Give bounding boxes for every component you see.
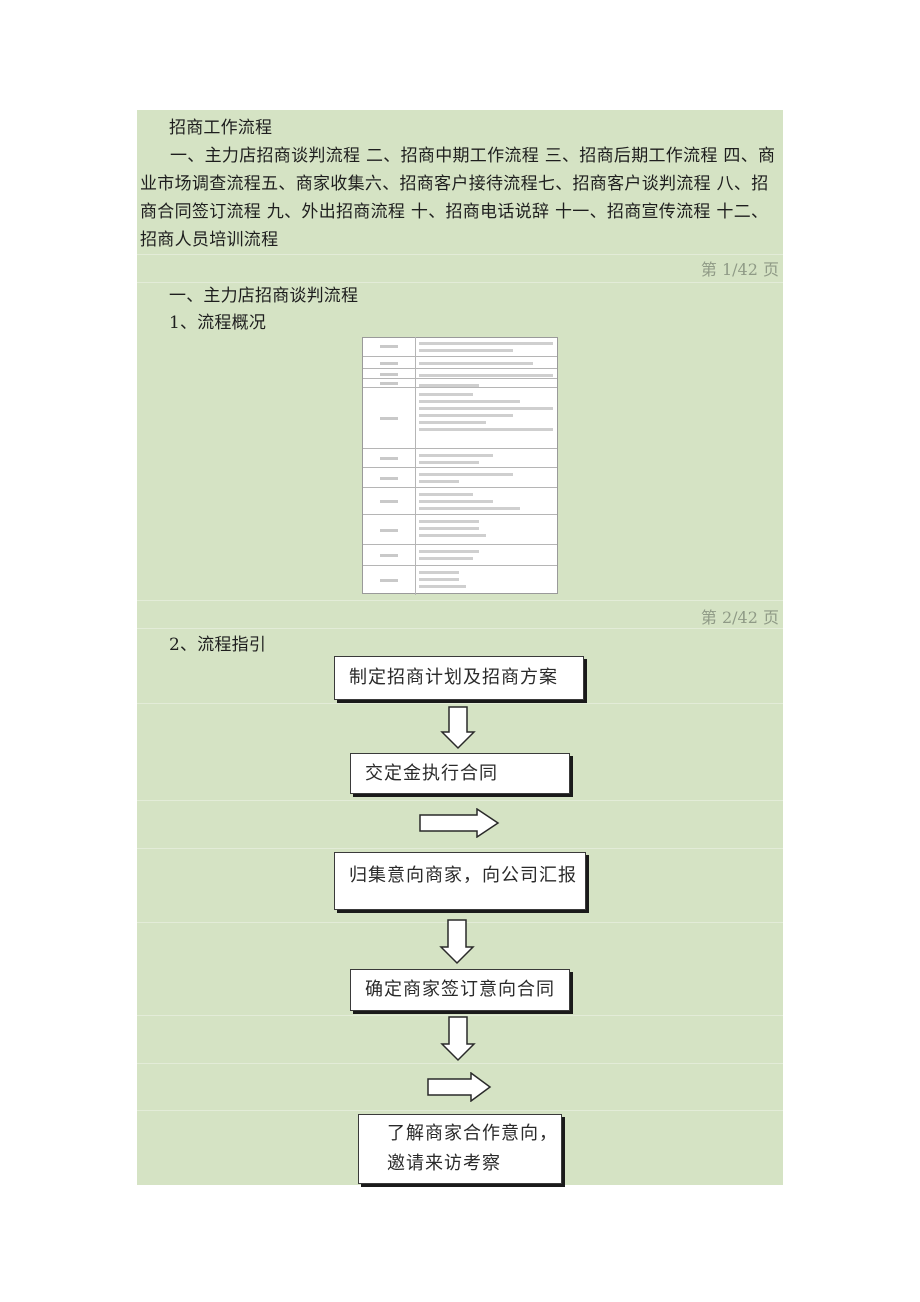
flow-step-sign-intent: 确定商家签订意向合同 xyxy=(350,969,570,1011)
flow-step-deposit: 交定金执行合同 xyxy=(350,753,570,794)
row-divider xyxy=(137,628,783,629)
table-row xyxy=(363,514,557,545)
table-row xyxy=(363,544,557,566)
row-divider xyxy=(137,703,783,704)
row-divider xyxy=(137,254,783,255)
down-arrow-icon xyxy=(440,1016,476,1062)
flow-step-label: 制定招商计划及招商方案 xyxy=(349,667,558,688)
table-row xyxy=(363,356,557,369)
flow-step-invite-visit: 了解商家合作意向， 邀请来访考察 xyxy=(358,1114,562,1184)
table-row xyxy=(363,467,557,488)
row-divider xyxy=(137,1110,783,1111)
right-arrow-icon xyxy=(427,1072,492,1102)
right-arrow-icon xyxy=(419,808,500,838)
table-row xyxy=(363,368,557,379)
page-marker-2: 第 2/42 页 xyxy=(700,608,779,627)
row-divider xyxy=(137,600,783,601)
down-arrow-icon xyxy=(440,706,476,750)
flow-step-label: 了解商家合作意向， 邀请来访考察 xyxy=(387,1123,558,1174)
subsection-flow-guide: 2、流程指引 xyxy=(169,635,267,655)
document-page: 招商工作流程 一、主力店招商谈判流程 二、招商中期工作流程 三、招商后期工作流程… xyxy=(137,110,783,1185)
table-row xyxy=(363,378,557,388)
flow-step-collect: 归集意向商家，向公司汇报 xyxy=(334,852,586,910)
table-row xyxy=(363,487,557,515)
process-overview-table-image xyxy=(362,337,558,595)
flow-step-label: 确定商家签订意向合同 xyxy=(365,979,555,1000)
flow-step-label: 归集意向商家，向公司汇报 xyxy=(349,865,577,886)
flow-step-plan: 制定招商计划及招商方案 xyxy=(334,656,584,700)
row-divider xyxy=(137,848,783,849)
row-divider xyxy=(137,1015,783,1016)
table-row xyxy=(363,448,557,468)
table-row xyxy=(363,337,557,356)
row-divider xyxy=(137,282,783,283)
toc-paragraph: 一、主力店招商谈判流程 二、招商中期工作流程 三、招商后期工作流程 四、商业市场… xyxy=(140,146,776,250)
down-arrow-icon xyxy=(439,919,475,965)
table-row xyxy=(363,565,557,595)
subsection-overview: 1、流程概况 xyxy=(169,313,267,333)
flow-step-label: 交定金执行合同 xyxy=(365,763,498,784)
row-divider xyxy=(137,1063,783,1064)
page-marker-1: 第 1/42 页 xyxy=(700,260,779,279)
document-title: 招商工作流程 xyxy=(169,118,273,138)
section-heading: 一、主力店招商谈判流程 xyxy=(169,286,359,306)
table-row xyxy=(363,387,557,449)
row-divider xyxy=(137,800,783,801)
